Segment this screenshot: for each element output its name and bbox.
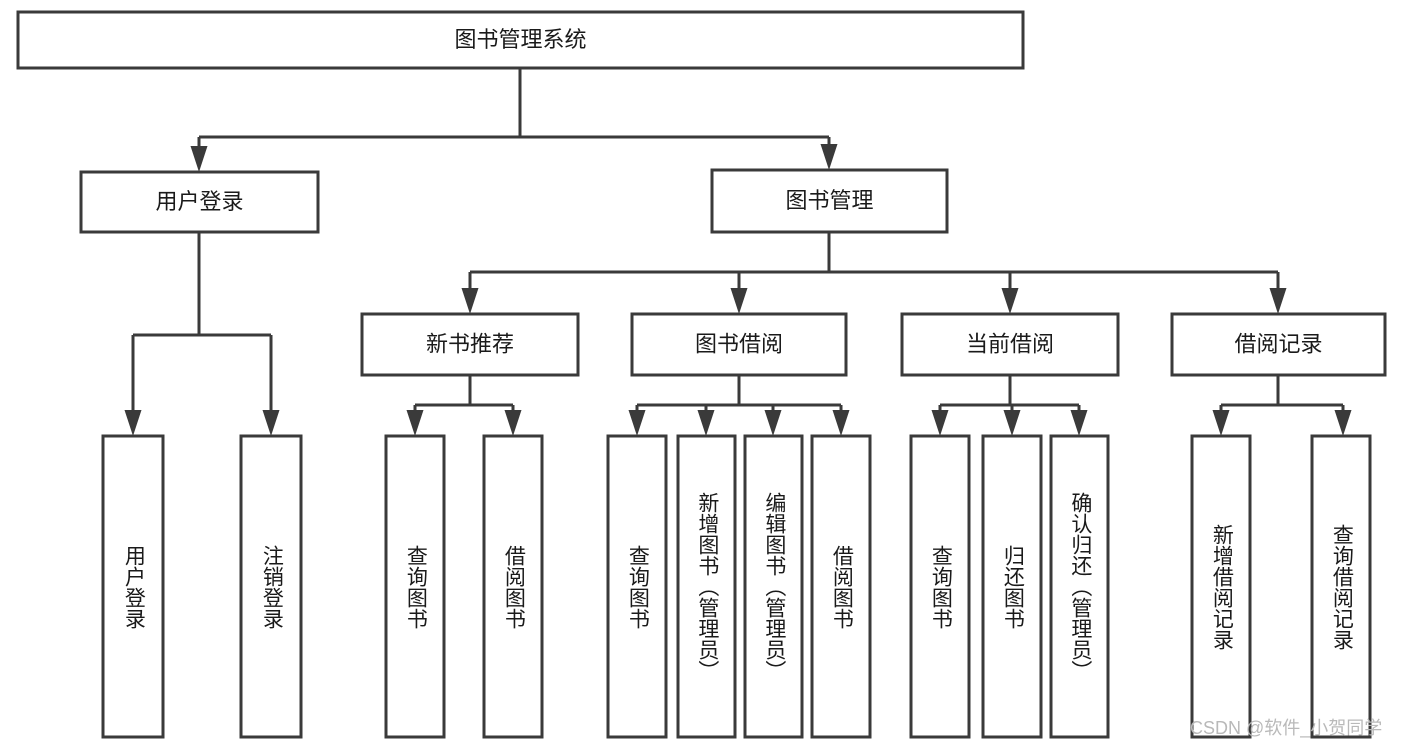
leaf-arrow-1-head xyxy=(504,410,522,436)
book-mgmt-arrow-2-head xyxy=(1001,288,1019,314)
node-leaf-borrow-book-1-box[interactable] xyxy=(482,434,544,739)
node-borrow-record-box[interactable] xyxy=(1170,312,1387,377)
leaf-arrow-0-head xyxy=(406,410,424,436)
leaf-arrow-5-head xyxy=(832,410,850,436)
leaf-arrow-9-head xyxy=(1212,410,1230,436)
node-book-management-label: 图书管理 xyxy=(785,188,873,213)
book-mgmt-arrow-0-head xyxy=(461,288,479,314)
leaf-arrow-10-head xyxy=(1334,410,1352,436)
node-leaf-add-record-box[interactable] xyxy=(1190,434,1252,739)
connectors-layer xyxy=(124,68,1352,436)
node-book-management-box[interactable] xyxy=(710,168,949,234)
node-user-login-label: 用户登录 xyxy=(155,189,243,214)
leaf-arrow-6-head xyxy=(931,410,949,436)
node-leaf-confirm-return-box[interactable] xyxy=(1049,434,1110,739)
node-current-borrow-label: 当前借阅 xyxy=(966,331,1054,356)
node-leaf-edit-book-box[interactable] xyxy=(743,434,804,739)
user-login-arrow-0-head xyxy=(124,410,142,436)
node-user-login-box[interactable] xyxy=(79,170,320,234)
node-root-label: 图书管理系统 xyxy=(454,27,586,52)
node-leaf-query-record-box[interactable] xyxy=(1310,434,1372,739)
csdn-watermark: CSDN @软件_小贺同学 xyxy=(1190,718,1383,738)
root-arrow-0-head xyxy=(190,146,208,172)
leaf-arrow-2-head xyxy=(628,410,646,436)
boxes-layer xyxy=(16,10,1387,739)
user-login-arrow-1-head xyxy=(262,410,280,436)
leaf-arrow-7-head xyxy=(1003,410,1021,436)
node-leaf-user-login-box[interactable] xyxy=(101,434,165,739)
node-leaf-add-book-box[interactable] xyxy=(676,434,737,739)
leaf-arrow-8-head xyxy=(1070,410,1088,436)
node-leaf-logout-box[interactable] xyxy=(239,434,303,739)
node-book-borrow-label: 图书借阅 xyxy=(695,331,783,356)
leaf-arrow-4-head xyxy=(764,410,782,436)
book-mgmt-arrow-1-head xyxy=(730,288,748,314)
node-new-book-recommend-box[interactable] xyxy=(360,312,580,377)
node-leaf-query-book-3-box[interactable] xyxy=(909,434,971,739)
node-leaf-return-book-box[interactable] xyxy=(981,434,1043,739)
leaf-arrow-3-head xyxy=(697,410,715,436)
node-leaf-query-book-1-box[interactable] xyxy=(384,434,446,739)
node-root-box[interactable] xyxy=(16,10,1025,70)
node-book-borrow-box[interactable] xyxy=(630,312,848,377)
node-borrow-record-label: 借阅记录 xyxy=(1234,331,1322,356)
book-mgmt-arrow-3-head xyxy=(1269,288,1287,314)
node-leaf-query-book-2-box[interactable] xyxy=(606,434,668,739)
root-arrow-1-head xyxy=(820,144,838,170)
node-leaf-borrow-book-2-box[interactable] xyxy=(810,434,872,739)
node-current-borrow-box[interactable] xyxy=(900,312,1120,377)
node-new-book-recommend-label: 新书推荐 xyxy=(426,331,514,356)
